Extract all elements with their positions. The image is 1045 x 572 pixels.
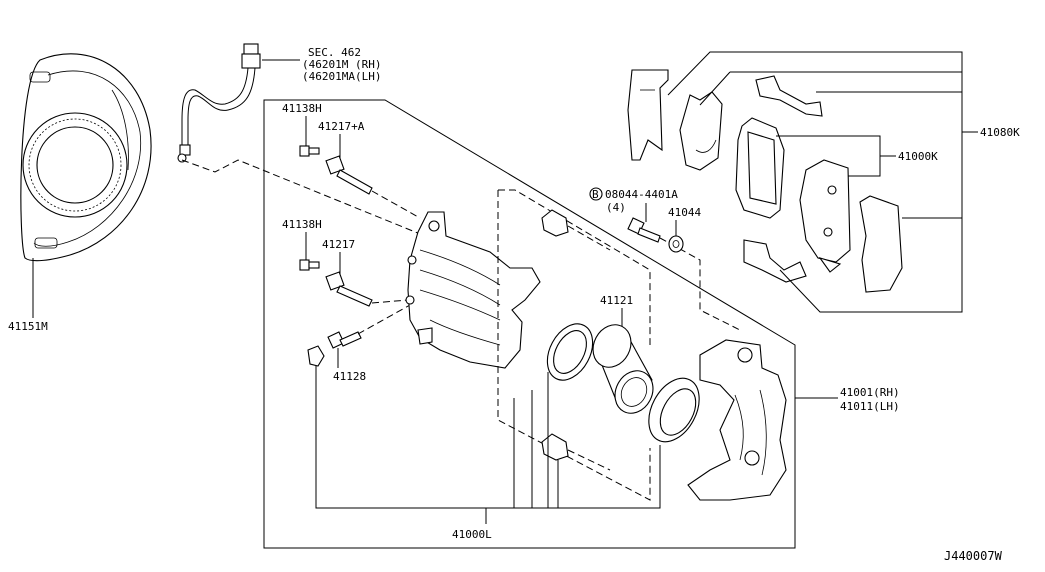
pad-kit-frame xyxy=(667,51,963,313)
pad-clip-upper-part[interactable] xyxy=(755,75,823,117)
shield-part-number: 41151M xyxy=(8,320,48,333)
bolt-b-number: 41138H xyxy=(282,218,322,231)
piston-boot-part[interactable] xyxy=(639,370,710,451)
boot-lower-part[interactable] xyxy=(541,433,569,461)
bolt-quantity: (4) xyxy=(606,201,626,214)
kit-leader-outer xyxy=(315,366,661,509)
hose-lh-number: (46201MA(LH) xyxy=(302,70,381,83)
hose-dashed-leader xyxy=(181,159,431,239)
washer-number: 41044 xyxy=(668,206,701,219)
piston-number: 41121 xyxy=(600,294,633,307)
guide-pin-a-part[interactable] xyxy=(325,155,373,195)
guide-pin-b-part[interactable] xyxy=(325,271,373,307)
pad-clip-lower-part[interactable] xyxy=(743,239,807,283)
washer-part[interactable] xyxy=(668,235,684,253)
seal-kit-dashed-box xyxy=(498,189,651,345)
bleeder-number: 41128 xyxy=(333,370,366,383)
sec-reference: SEC. 462 xyxy=(308,46,361,59)
outer-shim-part[interactable] xyxy=(627,69,669,161)
boot-upper-part[interactable] xyxy=(541,209,569,237)
caliper-lh-number: 41011(LH) xyxy=(840,400,900,413)
pad-kit-number: 41080K xyxy=(980,126,1020,139)
caliper-bracket-part[interactable] xyxy=(687,339,787,501)
diagram-code: J440007W xyxy=(944,549,1003,563)
inner-shim-part[interactable] xyxy=(679,91,723,171)
bleeder-screw-part[interactable] xyxy=(327,331,362,349)
brake-pad-outer-part[interactable] xyxy=(735,117,785,219)
caliper-kit-frame xyxy=(263,99,796,549)
dust-shield-part[interactable] xyxy=(20,53,152,318)
caliper-rh-number: 41001(RH) xyxy=(840,386,900,399)
bolt-circle-letter: B xyxy=(592,188,599,201)
mounting-bolt-part[interactable] xyxy=(627,217,661,243)
bolt-a-part[interactable] xyxy=(299,145,320,157)
bolt-dashed-leader xyxy=(659,237,741,331)
piston-seal-part[interactable] xyxy=(538,316,601,388)
bolt-code: 08044-4401A xyxy=(605,188,678,201)
piston-part[interactable] xyxy=(586,318,660,420)
bolt-a-number: 41138H xyxy=(282,102,322,115)
hose-rh-number: (46201M (RH) xyxy=(302,58,381,71)
inner-shim-2-part[interactable] xyxy=(859,195,903,293)
pin-a-number: 41217+A xyxy=(318,120,365,133)
seal-kit-number: 41000L xyxy=(452,528,492,541)
bleeder-cap-part[interactable] xyxy=(307,345,325,367)
pin-b-number: 41217 xyxy=(322,238,355,251)
caliper-body-part[interactable] xyxy=(405,211,541,369)
brake-pad-inner-part[interactable] xyxy=(799,159,851,273)
bolt-circle-mark xyxy=(589,187,603,201)
brake-hose-part[interactable] xyxy=(177,43,261,163)
pads-number: 41000K xyxy=(898,150,938,163)
bolt-b-part[interactable] xyxy=(299,259,320,271)
